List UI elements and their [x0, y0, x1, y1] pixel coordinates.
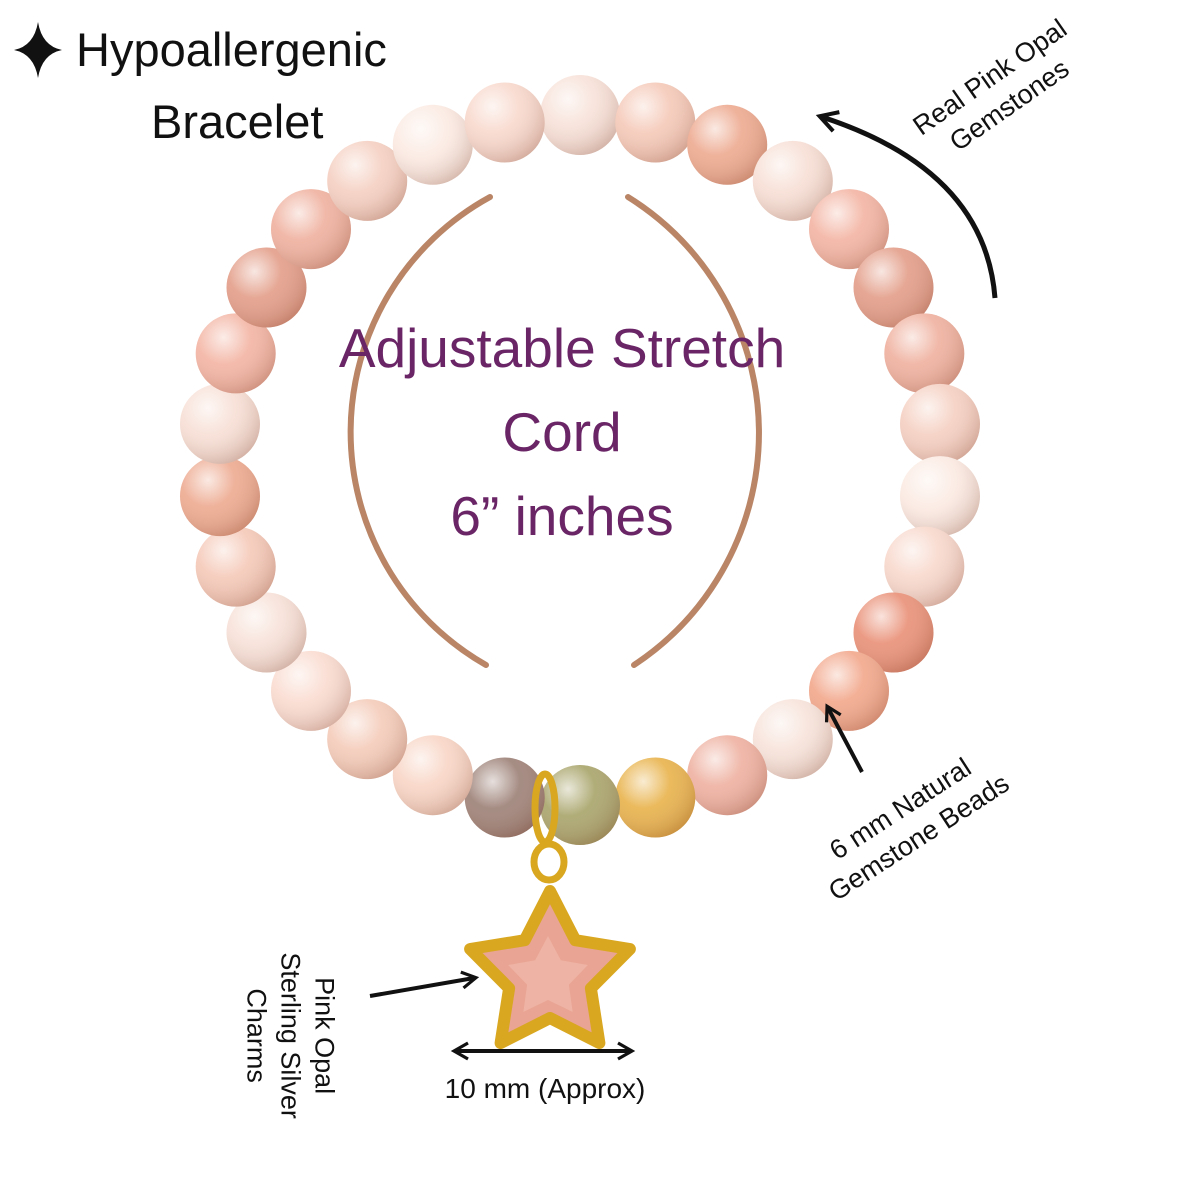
bead-shading	[180, 383, 260, 464]
gemstones-callout-arrow	[815, 110, 998, 299]
size-callout-label: 10 mm (Approx)	[444, 1073, 646, 1104]
bead-shading	[687, 104, 768, 185]
bead-shading	[327, 140, 408, 221]
bead-shading	[853, 247, 934, 328]
gemstone-bead	[687, 104, 768, 185]
gemstone-bead	[392, 735, 473, 816]
charm-jump-ring	[530, 840, 568, 884]
star-facet-highlight	[508, 936, 588, 1012]
bead-shading	[392, 104, 473, 185]
charms-callout-arrow	[369, 970, 480, 998]
bead-shading	[226, 592, 307, 673]
gemstone-bead	[392, 104, 473, 185]
bead-shading	[180, 456, 260, 537]
bead-shading	[195, 313, 276, 394]
gemstone-bead	[853, 247, 934, 328]
bead-shading	[687, 735, 768, 816]
bead-shading	[615, 757, 696, 838]
bead-shading	[884, 526, 965, 607]
gemstone-bead	[464, 82, 545, 163]
bead-shading	[464, 82, 545, 163]
gemstone-bead	[226, 592, 307, 673]
gemstone-bead	[809, 189, 889, 270]
bead-shading	[271, 189, 351, 270]
center-text-line-3: 6” inches	[450, 485, 674, 547]
charms-callout-line-2: Sterling Silver	[275, 952, 306, 1119]
gemstone-bead	[884, 526, 965, 607]
gemstone-bead	[540, 75, 620, 155]
gemstone-bead	[752, 140, 833, 221]
charms-callout-line-1: Pink Opal	[309, 977, 340, 1095]
bead-shading	[540, 765, 620, 845]
four-point-sparkle-icon	[14, 22, 62, 78]
gemstone-bead	[327, 699, 408, 780]
title-line-2: Bracelet	[151, 95, 324, 148]
bead-shading	[809, 189, 889, 270]
gemstone-bead	[195, 526, 276, 607]
bead-shading	[853, 592, 934, 673]
bead-shading	[752, 699, 833, 780]
gemstone-bead	[900, 383, 980, 464]
stretch-ring-left-arc	[347, 194, 493, 668]
charms-callout-label: Pink Opal Sterling Silver Charms	[239, 911, 340, 1161]
bead-shading	[226, 247, 307, 328]
star-charm	[464, 770, 636, 1049]
gemstone-bead	[327, 140, 408, 221]
charms-callout-line-3: Charms	[242, 988, 273, 1083]
bead-shading	[392, 735, 473, 816]
gemstone-bead	[180, 456, 260, 537]
bead-shading	[884, 313, 965, 394]
title-line-1: Hypoallergenic	[76, 23, 387, 76]
gemstone-bead	[540, 765, 620, 845]
gemstone-bead	[615, 757, 696, 838]
gemstone-bead	[271, 650, 351, 731]
gemstone-bead	[226, 247, 307, 328]
bead-shading	[195, 526, 276, 607]
bead-shading	[615, 82, 696, 163]
beads-callout-arrow	[824, 703, 864, 773]
bead-shading	[900, 383, 980, 464]
center-text-line-1: Adjustable Stretch	[338, 317, 786, 379]
gemstone-bead	[853, 592, 934, 673]
stretch-ring-right-arc	[625, 194, 762, 668]
gemstone-bead	[271, 189, 351, 270]
bead-shading	[271, 650, 351, 731]
center-text-line-2: Cord	[502, 401, 622, 463]
gemstone-bead	[180, 383, 260, 464]
bead-shading	[752, 140, 833, 221]
gemstone-bead	[464, 757, 545, 838]
gemstone-bead	[900, 456, 980, 537]
gemstone-bead	[195, 313, 276, 394]
gemstone-bead	[884, 313, 965, 394]
bead-strand	[180, 75, 980, 845]
bead-shading	[900, 456, 980, 537]
bead-shading	[327, 699, 408, 780]
gemstone-bead	[615, 82, 696, 163]
gemstone-bead	[687, 735, 768, 816]
bead-shading	[464, 757, 545, 838]
bead-shading	[540, 75, 620, 155]
gemstone-bead	[752, 699, 833, 780]
